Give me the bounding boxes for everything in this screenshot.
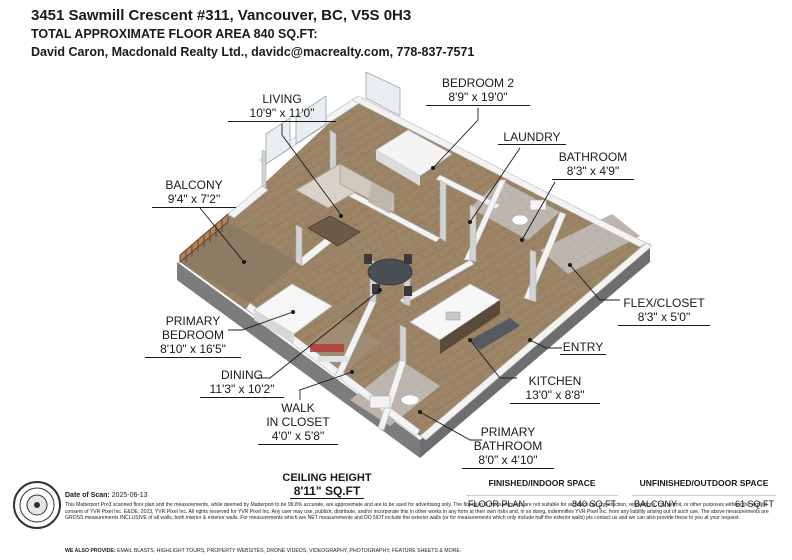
kitchen-island — [409, 283, 501, 354]
closet-shelving — [310, 344, 348, 362]
yvr-pixel-logo — [13, 481, 61, 529]
room-label-entry: ENTRY — [560, 340, 606, 355]
balcony-railing — [179, 212, 229, 264]
kitchen-counter — [470, 318, 520, 350]
total-floor-area: TOTAL APPROXIMATE FLOOR AREA 840 SQ.FT: — [31, 27, 318, 41]
room-marker — [339, 214, 343, 218]
balcony-floor — [180, 222, 298, 303]
leader-lines — [199, 108, 620, 441]
bed-2 — [375, 129, 453, 186]
disclaimer: This Matterport Pro3 scanned floor plan … — [65, 502, 769, 522]
agent-contact: David Caron, Macdonald Realty Ltd., davi… — [31, 45, 475, 59]
primary-bed — [253, 283, 333, 344]
coffee-table — [307, 215, 361, 247]
scan-date: Date of Scan: 2025-06-13 — [65, 492, 148, 499]
sofa — [295, 163, 395, 214]
listing-address: 3451 Sawmill Crescent #311, Vancouver, B… — [31, 7, 412, 24]
bathroom-fixtures — [369, 199, 547, 409]
windows — [265, 71, 401, 165]
dining-set — [364, 254, 413, 296]
ceiling-height-value: 8'11" SQ.FT — [289, 484, 365, 499]
room-label-laundry: LAUNDRY — [498, 130, 566, 145]
services-line: WE ALSO PROVIDE: EMAIL BLASTS, HIGHLIGHT… — [65, 548, 462, 554]
bathroom-floor — [470, 180, 560, 240]
exterior-wall-side-left — [177, 262, 420, 458]
main-floor — [180, 96, 646, 436]
ceiling-height-label: CEILING HEIGHT — [282, 472, 372, 484]
ceiling-height: CEILING HEIGHT 8'11" SQ.FT — [272, 472, 382, 499]
